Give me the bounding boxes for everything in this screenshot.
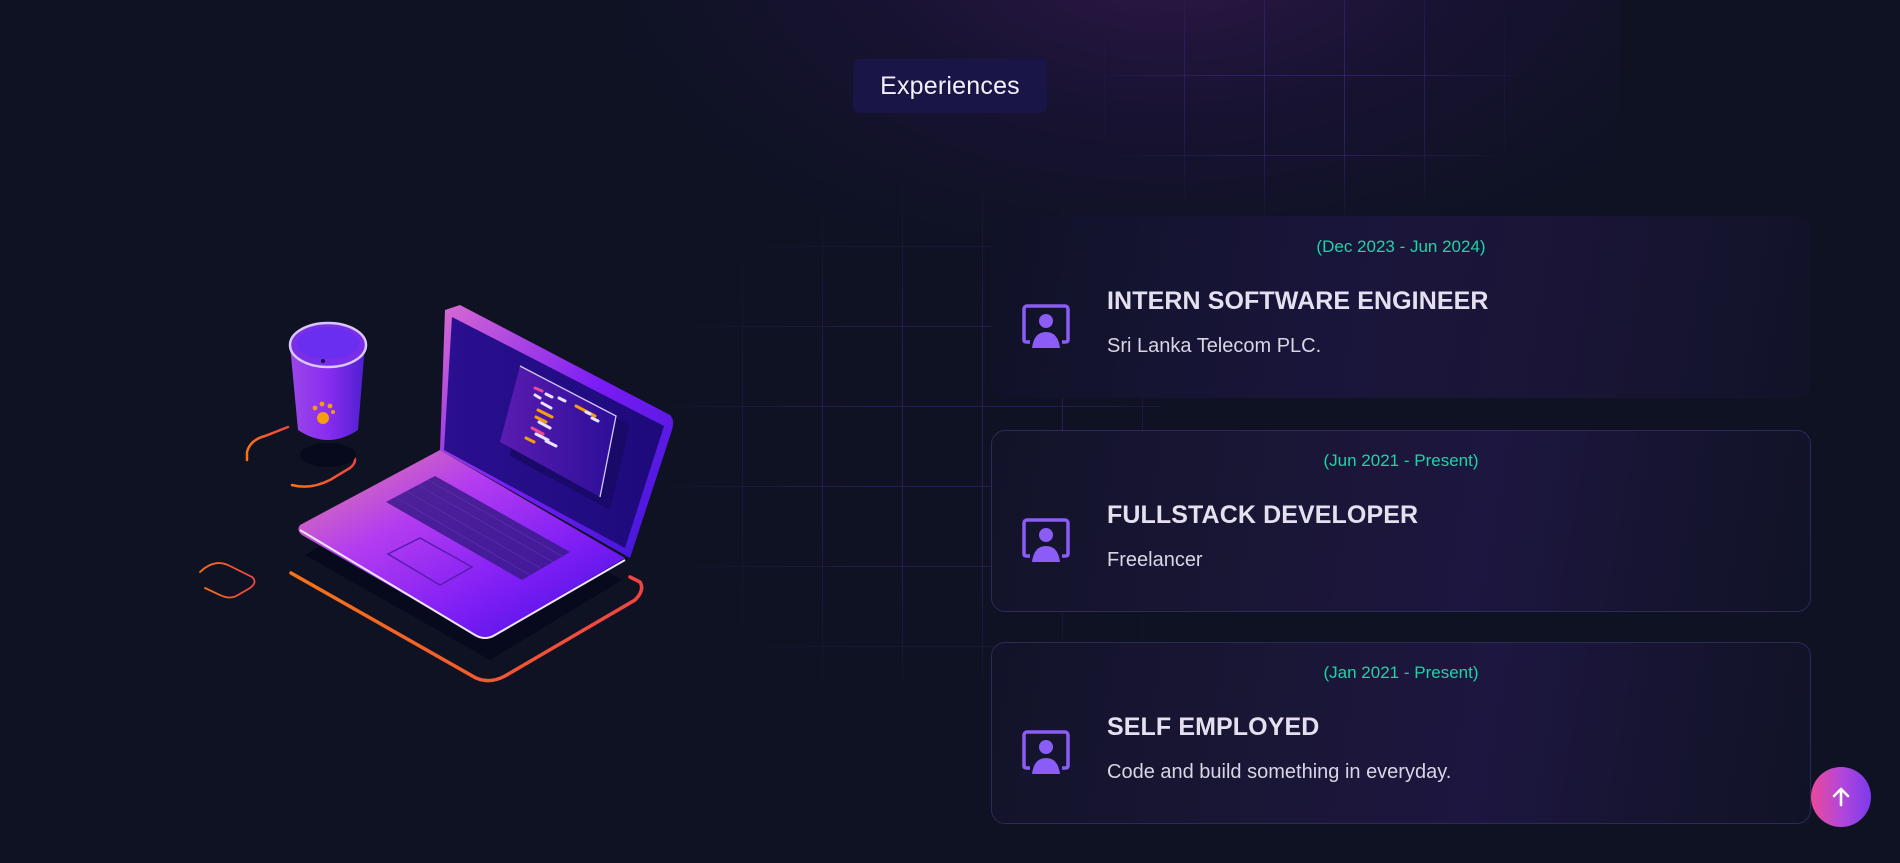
experience-title: FULLSTACK DEVELOPER — [1107, 501, 1419, 529]
experience-date: (Jan 2021 - Present) — [1323, 663, 1479, 682]
experience-title: SELF EMPLOYED — [1107, 713, 1320, 741]
section-title: Experiences — [853, 59, 1047, 113]
arrow-up-icon — [1832, 787, 1850, 807]
scroll-to-top-button[interactable] — [1811, 767, 1871, 827]
experience-date: (Dec 2023 - Jun 2024) — [1316, 237, 1486, 256]
background-grid-top — [1100, 0, 1520, 218]
user-presentation-icon — [1022, 304, 1070, 350]
laptop-illustration — [199, 305, 674, 683]
experience-company: Code and build something in everyday. — [1107, 761, 1452, 783]
experience-date: (Jun 2021 - Present) — [1323, 451, 1479, 470]
experience-title: INTERN SOFTWARE ENGINEER — [1107, 287, 1489, 315]
experience-card: (Jun 2021 - Present) FULLSTACK DEVELOPER… — [991, 430, 1811, 612]
experience-company: Freelancer — [1107, 549, 1203, 571]
experience-card: (Dec 2023 - Jun 2024) INTERN SOFTWARE EN… — [991, 216, 1811, 398]
experience-card: (Jan 2021 - Present) SELF EMPLOYED Code … — [991, 642, 1811, 824]
experience-company: Sri Lanka Telecom PLC. — [1107, 335, 1322, 357]
user-presentation-icon — [1022, 518, 1070, 564]
user-presentation-icon — [1022, 730, 1070, 776]
